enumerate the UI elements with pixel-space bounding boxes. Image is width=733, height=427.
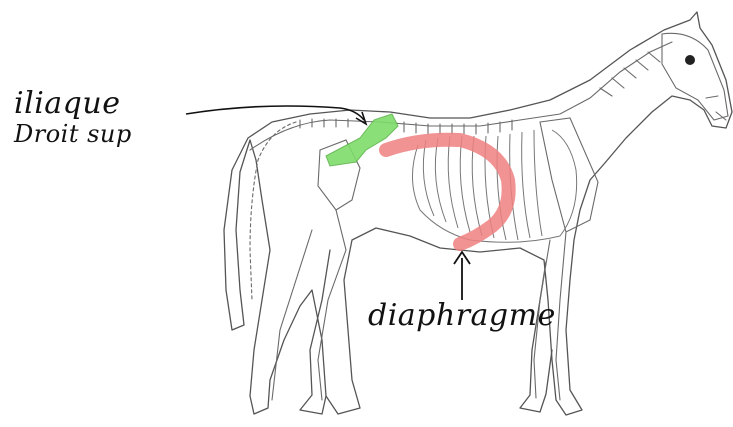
tail-vertebrae [250, 122, 296, 300]
hindleg-bones [272, 210, 346, 400]
diaphragme-highlight [386, 140, 509, 244]
label-iliaque: iliaque [14, 86, 120, 121]
skull [662, 33, 728, 120]
horse-body-outline [224, 12, 732, 415]
label-diaphragme: diaphragme [368, 298, 556, 333]
scapula [540, 118, 598, 232]
vertebrae [300, 52, 660, 134]
horse-eye [685, 55, 695, 65]
horse-mouth [706, 96, 726, 120]
label-droit-sup: Droit sup [14, 120, 132, 148]
iliaque-pointer-line [186, 106, 364, 120]
